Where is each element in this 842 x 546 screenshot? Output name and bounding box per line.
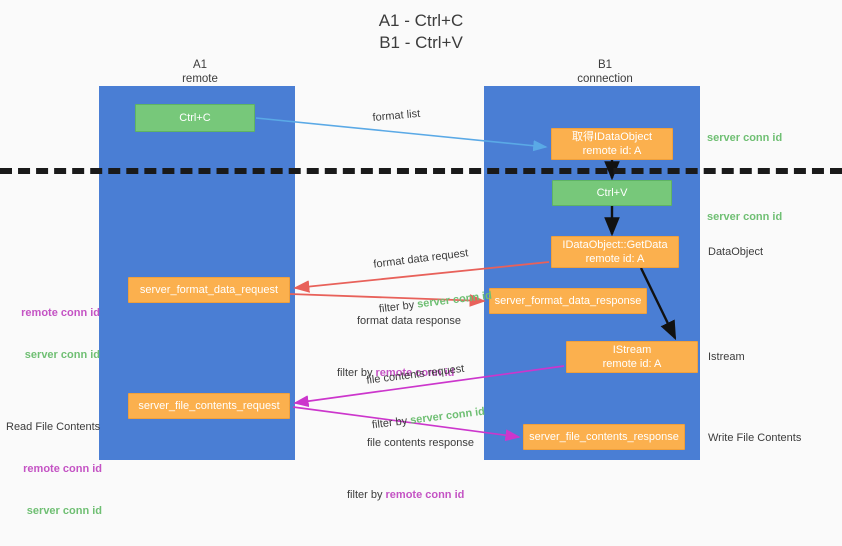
edge-label-filter: filter by remote conn id	[337, 359, 461, 381]
note-istream: Istream	[708, 351, 745, 363]
node-sublabel: remote id: A	[582, 145, 642, 157]
note-server-conn-id-top: server conn id	[707, 132, 783, 144]
node-ctrl-c[interactable]: Ctrl+C	[135, 104, 255, 132]
node-server-format-data-response[interactable]: server_format_data_response	[489, 288, 647, 314]
edge-label-title: format data response	[357, 315, 461, 327]
node-ctrl-v[interactable]: Ctrl+V	[552, 180, 672, 206]
diagram-canvas: A1 - Ctrl+C B1 - Ctrl+V A1 remote B1 con…	[0, 11, 842, 517]
note-read-file-contents: Read File Contents remote conn id server…	[6, 392, 102, 546]
column-header-a1: A1 remote	[182, 59, 218, 85]
edge-label-title: format data request	[372, 247, 469, 271]
node-label: Ctrl+V	[596, 187, 628, 199]
node-label: IDataObject::GetData	[562, 239, 668, 251]
note-server-conn-id-mid: server conn id	[707, 211, 783, 223]
node-label: server_file_contents_response	[529, 431, 679, 443]
node-label: server_format_data_request	[139, 284, 279, 296]
node-server-file-contents-response[interactable]: server_file_contents_response	[523, 424, 685, 450]
column-header-b1: B1 connection	[577, 59, 633, 85]
filter-key: remote conn id	[375, 367, 455, 379]
phase-divider	[0, 168, 842, 174]
node-istream[interactable]: IStream remote id: A	[566, 341, 698, 373]
node-sublabel: remote id: A	[602, 358, 662, 370]
node-label: server_file_contents_request	[138, 400, 280, 412]
note-dataobject: DataObject	[708, 246, 764, 258]
filter-prefix: filter by	[347, 489, 386, 501]
page-title: A1 - Ctrl+C B1 - Ctrl+V	[378, 11, 464, 52]
node-idataobject[interactable]: 取得IDataObject remote id: A	[551, 128, 673, 160]
note-server-conn-id: server conn id	[24, 349, 100, 361]
edge-label-title: file contents response	[367, 437, 475, 449]
note-server-conn-id: server conn id	[26, 505, 102, 517]
edge-label-format-data-response: format data response filter by remote co…	[337, 284, 461, 411]
node-label: IStream	[612, 344, 652, 356]
edge-label-title: file contents request	[365, 362, 465, 387]
edge-label-format-list: format list	[372, 107, 421, 124]
edge-label-filter: filter by remote conn id	[347, 481, 474, 503]
node-label: 取得IDataObject	[571, 131, 653, 143]
node-label: server_format_data_response	[494, 295, 642, 307]
note-conn-ids-format: remote conn id server conn id	[8, 278, 100, 390]
filter-key: remote conn id	[385, 489, 465, 501]
filter-prefix: filter by	[337, 367, 376, 379]
note-read-file-contents-label: Read File Contents	[6, 421, 101, 433]
note-write-file-contents: Write File Contents	[708, 432, 802, 444]
node-idataobject-getdata[interactable]: IDataObject::GetData remote id: A	[551, 236, 679, 268]
note-remote-conn-id: remote conn id	[21, 307, 100, 319]
node-label: Ctrl+C	[179, 112, 211, 124]
node-server-file-contents-request[interactable]: server_file_contents_request	[128, 393, 290, 419]
note-remote-conn-id: remote conn id	[23, 463, 102, 475]
node-sublabel: remote id: A	[585, 253, 645, 265]
edge-label-file-contents-response: file contents response filter by remote …	[347, 406, 474, 533]
node-server-format-data-request[interactable]: server_format_data_request	[128, 277, 290, 303]
